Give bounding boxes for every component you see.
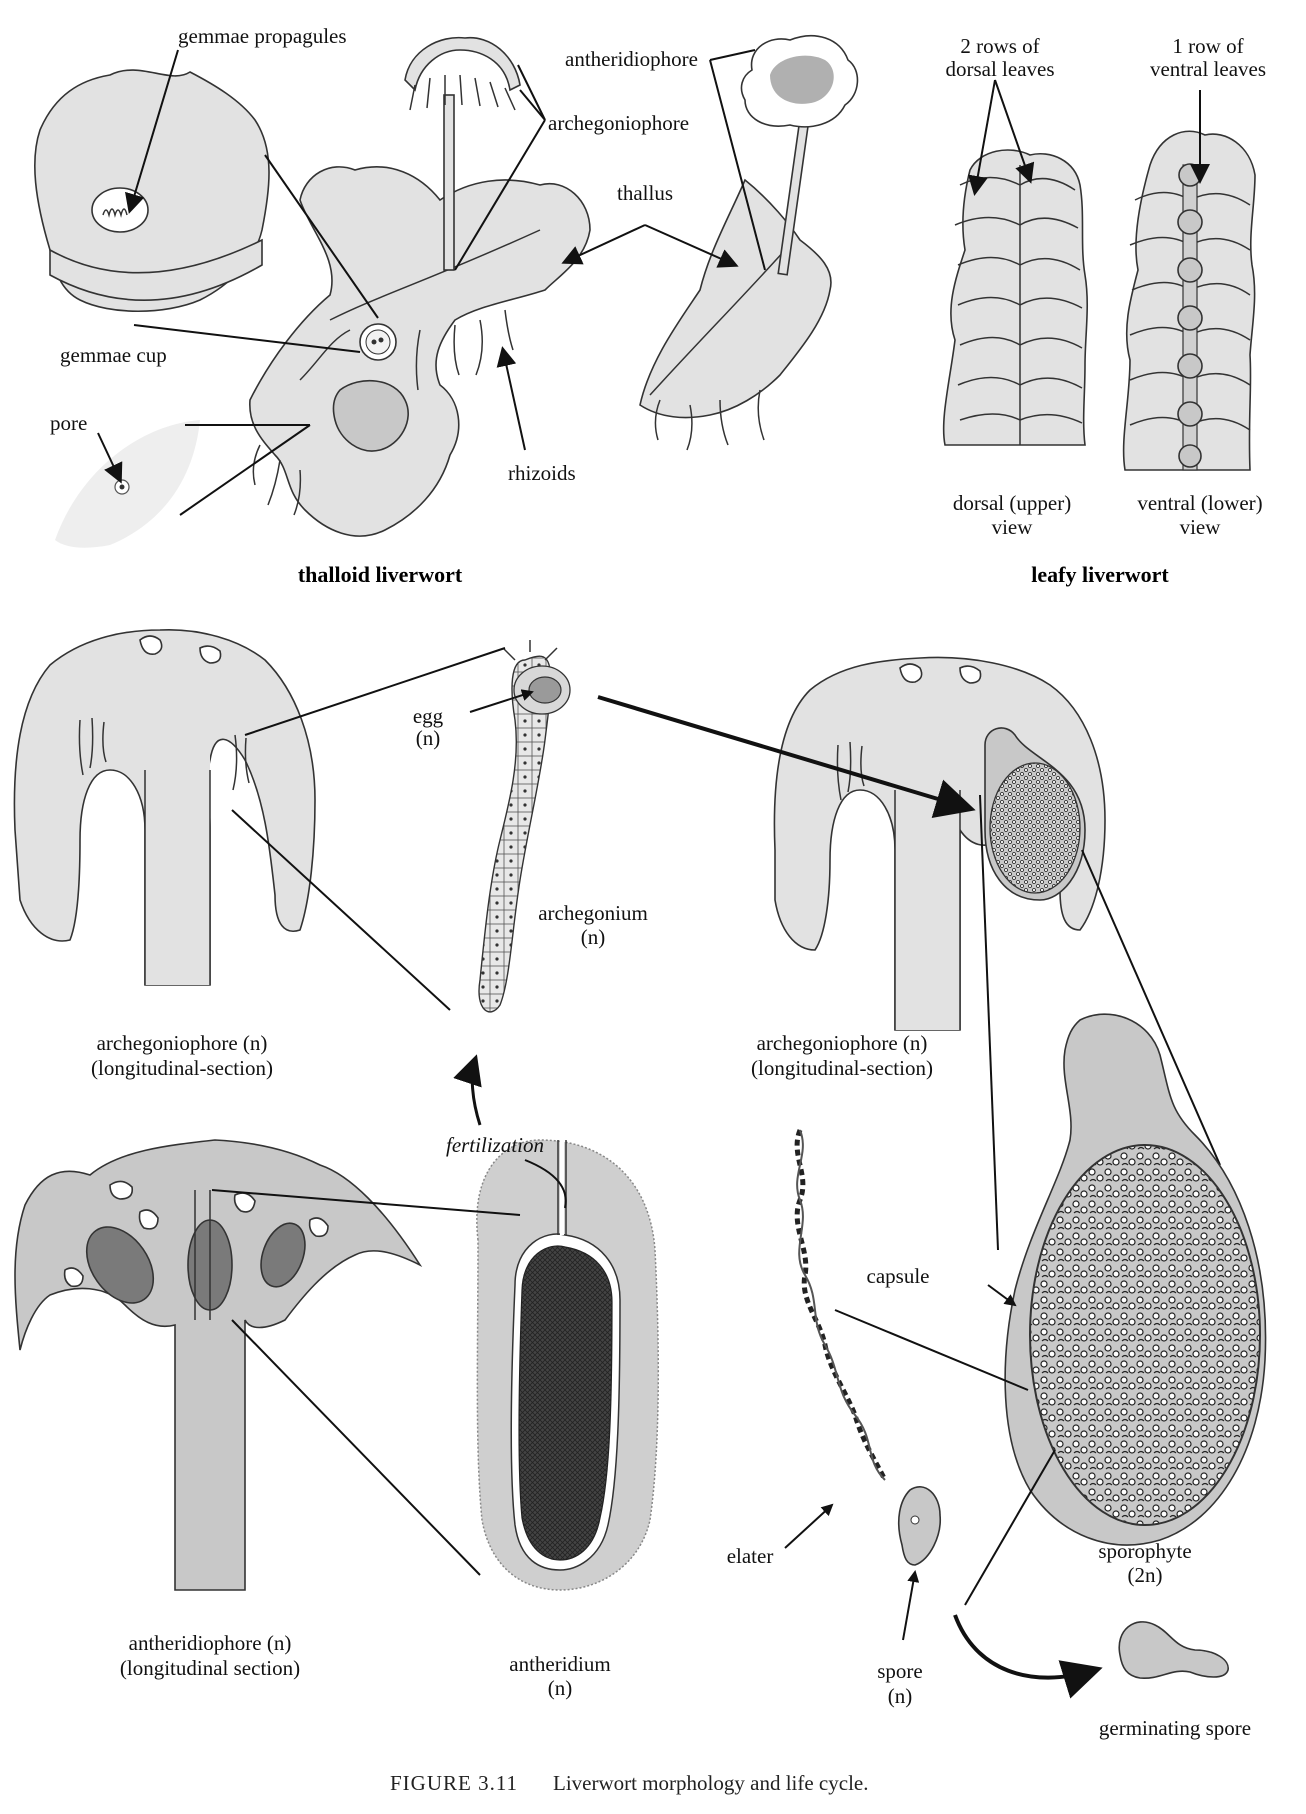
title-thalloid-liverwort: thalloid liverwort (298, 562, 463, 587)
label-archegoniophore-right-2: (longitudinal-section) (751, 1056, 933, 1080)
labels: gemmae propagules archegoniophore anther… (50, 24, 1266, 1795)
label-ventral-leaves-1: 1 row of (1172, 34, 1243, 58)
gemmae-cup-small (359, 323, 397, 361)
label-capsule: capsule (867, 1264, 930, 1288)
label-spore-2: (n) (888, 1684, 913, 1708)
label-dorsal-leaves-1: 2 rows of (960, 34, 1039, 58)
caption-figure-number: FIGURE 3.11 (390, 1771, 518, 1795)
label-antheridiophore-ls-2: (longitudinal section) (120, 1656, 300, 1680)
sporophyte (1004, 1013, 1267, 1546)
label-egg-1: egg (413, 704, 444, 728)
label-gemmae-propagules: gemmae propagules (178, 24, 347, 48)
pore-detail (55, 420, 200, 548)
leafy-ventral-view (1122, 130, 1256, 471)
label-rhizoids: rhizoids (508, 461, 576, 485)
label-spore-1: spore (877, 1659, 923, 1683)
leafy-dorsal-view (942, 149, 1089, 446)
label-antheridium-2: (n) (548, 1676, 573, 1700)
label-egg-2: (n) (416, 726, 441, 750)
label-gemmae-cup: gemmae cup (60, 343, 167, 367)
elater (794, 1129, 888, 1482)
label-ventral-view-1: ventral (lower) (1137, 491, 1262, 515)
archegoniophore-plant (404, 36, 521, 271)
label-archegonium-2: (n) (581, 925, 606, 949)
antheridiophore-plant (639, 35, 859, 451)
label-sporophyte-2: (2n) (1128, 1563, 1163, 1587)
label-ventral-view-2: view (1180, 515, 1222, 539)
label-elater: elater (727, 1544, 774, 1568)
label-antheridium-1: antheridium (509, 1652, 610, 1676)
caption-text: Liverwort morphology and life cycle. (553, 1771, 868, 1795)
label-dorsal-view-1: dorsal (upper) (953, 491, 1071, 515)
label-thallus: thallus (617, 181, 673, 205)
label-antheridiophore-top: antheridiophore (565, 47, 698, 71)
label-dorsal-view-2: view (992, 515, 1034, 539)
label-antheridiophore-ls-1: antheridiophore (n) (129, 1631, 292, 1655)
label-sporophyte-1: sporophyte (1098, 1539, 1191, 1563)
label-archegonium-1: archegonium (538, 901, 648, 925)
germinating-spore (1118, 1621, 1229, 1679)
bottom-leader-lines (211, 1054, 567, 1576)
antheridium (476, 1139, 660, 1591)
top-leader-lines (97, 49, 1210, 516)
archegoniophore-right-section (773, 656, 1106, 1031)
label-fertilization: fertilization (446, 1133, 544, 1157)
label-germinating-spore: germinating spore (1099, 1716, 1251, 1740)
label-dorsal-leaves-2: dorsal leaves (945, 57, 1054, 81)
spore (898, 1486, 941, 1566)
gemmae-cup-enlarged (34, 69, 270, 313)
antheridiophore-section (14, 1139, 423, 1591)
label-archegoniophore-left-1: archegoniophore (n) (97, 1031, 268, 1055)
archegonium (478, 640, 571, 1013)
label-archegoniophore-top: archegoniophore (548, 111, 689, 135)
label-pore: pore (50, 411, 87, 435)
label-archegoniophore-left-2: (longitudinal-section) (91, 1056, 273, 1080)
sporophyte-leader-lines (784, 1284, 1103, 1699)
label-ventral-leaves-2: ventral leaves (1150, 57, 1266, 81)
title-leafy-liverwort: leafy liverwort (1031, 562, 1169, 587)
archegoniophore-left-section (13, 628, 316, 986)
thallus-main (249, 166, 591, 537)
label-archegoniophore-right-1: archegoniophore (n) (757, 1031, 928, 1055)
middle-leader-lines (231, 647, 1221, 1251)
